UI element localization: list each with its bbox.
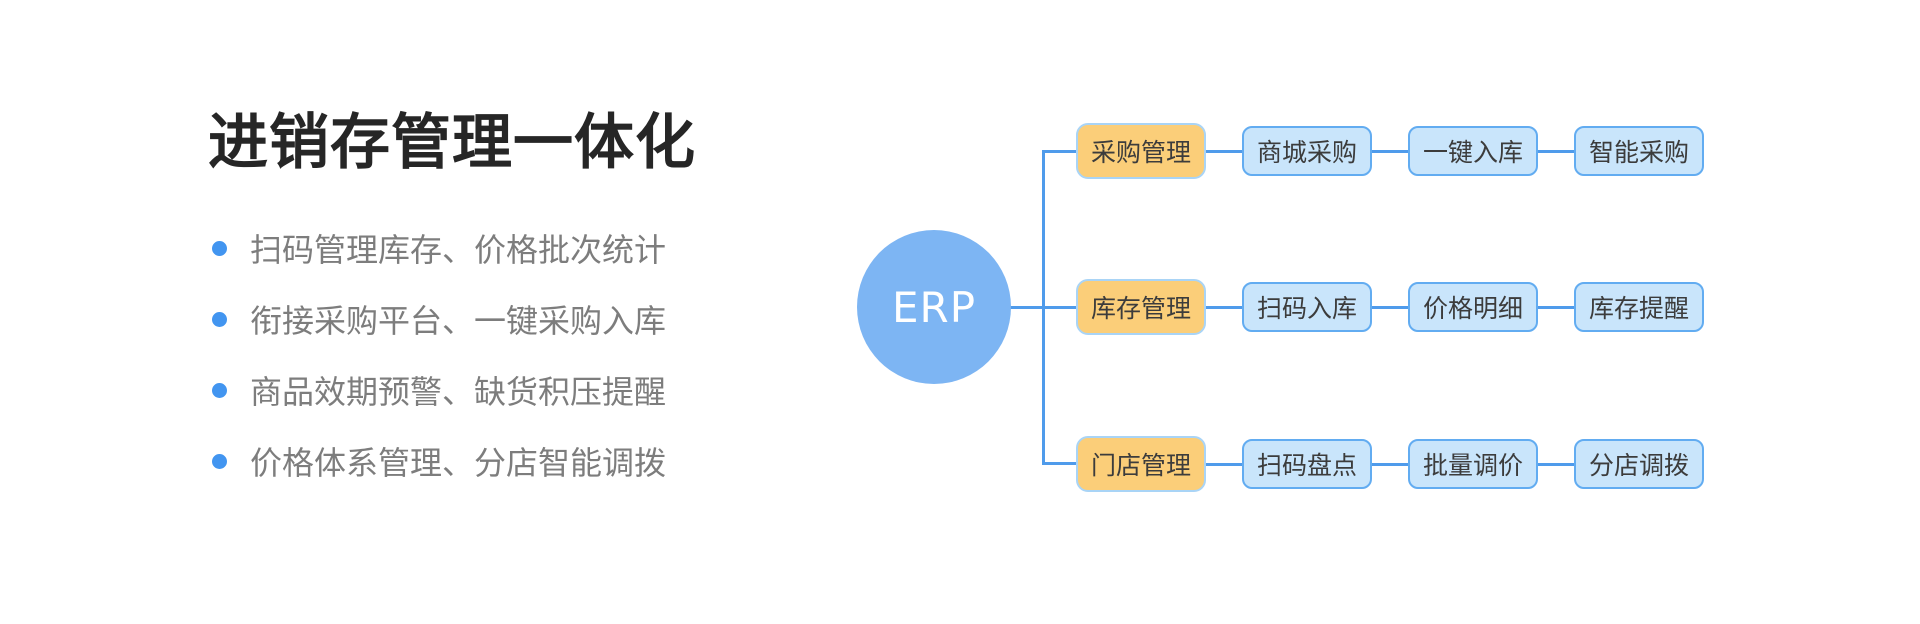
diagram-row-store: 门店管理 扫码盘点 批量调价 分店调拨 xyxy=(1076,436,1704,492)
node-connector xyxy=(1206,149,1242,153)
connector-root-to-trunk xyxy=(1008,306,1044,309)
feature-item-label: 扫码管理库存、价格批次统计 xyxy=(250,231,667,269)
erp-root-node: ERP xyxy=(857,230,1011,384)
feature-item-label: 衔接采购平台、一键采购入库 xyxy=(250,302,667,340)
child-node: 商城采购 xyxy=(1242,126,1372,176)
bullet-dot-icon xyxy=(212,453,227,469)
erp-root-label: ERP xyxy=(891,282,977,332)
child-node: 库存提醒 xyxy=(1574,282,1704,332)
child-node: 分店调拨 xyxy=(1574,439,1704,489)
child-node: 扫码盘点 xyxy=(1242,439,1372,489)
feature-item: 扫码管理库存、价格批次统计 xyxy=(212,224,666,272)
connector-branch-purchase xyxy=(1042,150,1078,153)
bullet-dot-icon xyxy=(212,311,227,327)
node-connector xyxy=(1372,149,1408,153)
diagram-row-inventory: 库存管理 扫码入库 价格明细 库存提醒 xyxy=(1076,279,1704,335)
connector-branch-inventory xyxy=(1042,306,1078,309)
bullet-dot-icon xyxy=(212,382,227,398)
feature-item: 价格体系管理、分店智能调拨 xyxy=(212,437,666,485)
node-connector xyxy=(1372,305,1408,309)
diagram-row-purchase: 采购管理 商城采购 一键入库 智能采购 xyxy=(1076,123,1704,179)
node-connector xyxy=(1538,149,1574,153)
feature-list: 扫码管理库存、价格批次统计 衔接采购平台、一键采购入库 商品效期预警、缺货积压提… xyxy=(212,224,666,508)
feature-item-label: 商品效期预警、缺货积压提醒 xyxy=(250,373,667,411)
child-node: 价格明细 xyxy=(1408,282,1538,332)
bullet-dot-icon xyxy=(212,240,227,256)
child-node: 一键入库 xyxy=(1408,126,1538,176)
feature-item: 衔接采购平台、一键采购入库 xyxy=(212,295,666,343)
node-connector xyxy=(1538,462,1574,466)
child-node: 批量调价 xyxy=(1408,439,1538,489)
node-connector xyxy=(1372,462,1408,466)
feature-item: 商品效期预警、缺货积压提醒 xyxy=(212,366,666,414)
feature-item-label: 价格体系管理、分店智能调拨 xyxy=(250,444,667,482)
parent-node-purchase: 采购管理 xyxy=(1076,123,1206,179)
page-title: 进销存管理一体化 xyxy=(208,108,696,178)
connector-branch-store xyxy=(1042,462,1078,465)
parent-node-store: 门店管理 xyxy=(1076,436,1206,492)
node-connector xyxy=(1538,305,1574,309)
node-connector xyxy=(1206,462,1242,466)
parent-node-inventory: 库存管理 xyxy=(1076,279,1206,335)
child-node: 智能采购 xyxy=(1574,126,1704,176)
child-node: 扫码入库 xyxy=(1242,282,1372,332)
node-connector xyxy=(1206,305,1242,309)
